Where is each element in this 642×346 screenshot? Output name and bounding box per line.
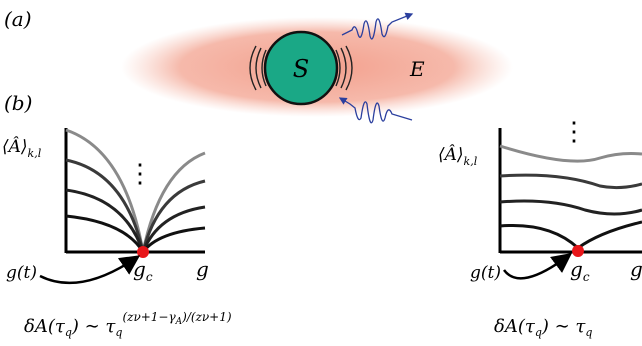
system-label: S	[293, 55, 309, 83]
right-curve-2	[499, 199, 642, 216]
left-ellipsis: ⋮	[127, 159, 153, 189]
right-critical-label: gc	[570, 257, 590, 284]
right-plot: ⟨Â⟩k,l ⋮ g(t) gc g δA(τq) ∼ τq	[438, 117, 642, 339]
left-xlabel: g	[196, 257, 209, 281]
right-curve-1	[499, 220, 642, 250]
photon-outgoing	[341, 12, 414, 40]
right-critical-point	[572, 245, 584, 257]
right-drive-arrow	[502, 253, 573, 280]
left-critical-label: gc	[133, 257, 153, 284]
environment-label: E	[409, 57, 425, 81]
right-curve-4	[499, 144, 642, 163]
left-ylabel: ⟨Â⟩k,l	[2, 136, 42, 160]
left-drive-arrow	[39, 255, 141, 285]
panel-b-label: (b)	[4, 91, 32, 115]
left-plot: ⟨Â⟩k,l ⋮ g(t) gc g δA(τq) ∼ τq(zν+1−γA)/…	[2, 128, 232, 339]
system-emission-arcs	[249, 45, 353, 91]
right-ellipsis: ⋮	[561, 117, 587, 147]
panel-a-label: (a)	[4, 7, 32, 31]
right-xlabel: g	[630, 257, 642, 281]
right-curve-3	[499, 173, 642, 190]
left-formula: δA(τq) ∼ τq(zν+1−γA)/(zν+1)	[24, 310, 232, 339]
photon-incoming	[338, 97, 413, 124]
system-node	[263, 30, 339, 106]
left-drive-label: g(t)	[6, 263, 37, 283]
left-critical-point	[137, 246, 149, 258]
right-drive-label: g(t)	[470, 263, 501, 283]
right-formula: δA(τq) ∼ τq	[494, 316, 592, 339]
right-ylabel: ⟨Â⟩k,l	[438, 144, 478, 168]
